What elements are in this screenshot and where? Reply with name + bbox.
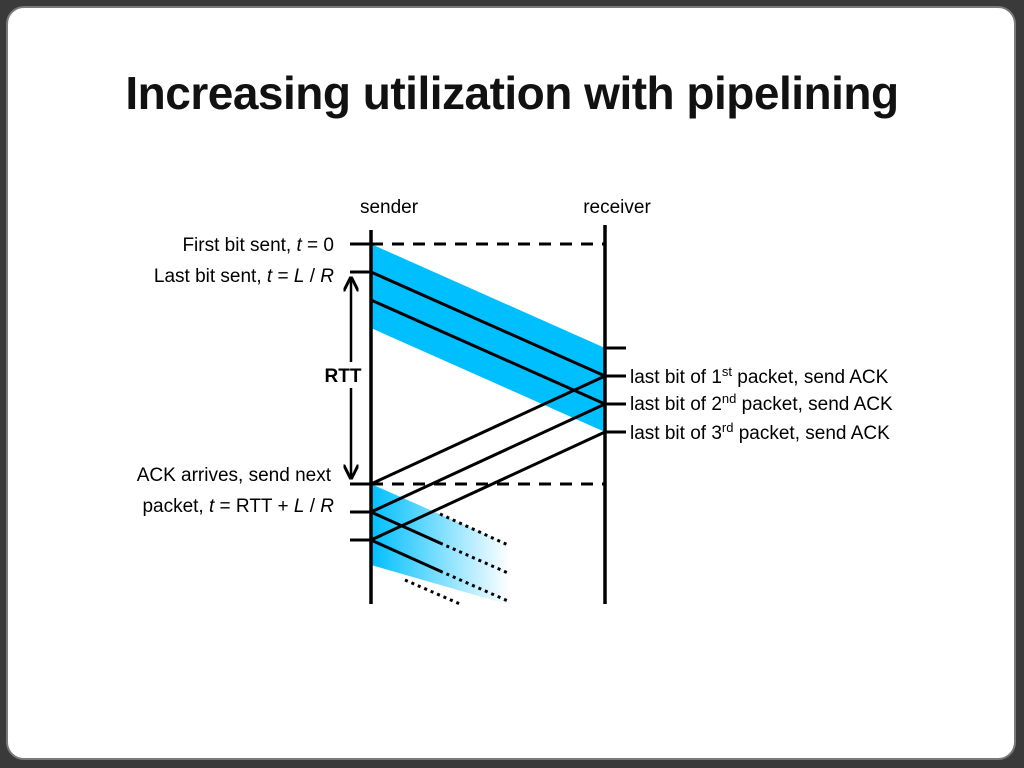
receiver-label: receiver <box>583 197 651 218</box>
receiver-label-2: last bit of 2nd packet, send ACK <box>630 391 893 415</box>
sender-label: sender <box>360 197 419 218</box>
next-packet-edge-top-dotted <box>439 512 509 547</box>
slide-title: Increasing utilization with pipelining <box>125 67 899 119</box>
rtt-label-bg <box>322 362 364 388</box>
ack-line-3 <box>370 430 606 542</box>
ack-arrives-label-line2: packet, t = RTT + L / R <box>142 496 334 517</box>
receiver-label-1: last bit of 1st packet, send ACK <box>630 364 889 388</box>
next-packet-line-1 <box>370 510 441 545</box>
first-bit-label: First bit sent, t = 0 <box>182 235 334 256</box>
ack-line-1 <box>370 374 606 486</box>
last-bit-label: Last bit sent, t = L / R <box>154 266 334 287</box>
next-packet-line-2 <box>370 538 441 573</box>
ack-arrives-label-line1: ACK arrives, send next <box>137 465 332 486</box>
packet-line-1 <box>370 270 606 378</box>
packet-line-2 <box>370 298 606 406</box>
next-packet-edge-bottom-dotted <box>404 578 461 606</box>
ack-line-2 <box>370 402 606 514</box>
rtt-label: RTT <box>325 366 362 387</box>
packets-band <box>371 244 605 432</box>
next-packet-line-2-dotted <box>439 569 509 603</box>
next-packet-line-1-dotted <box>439 541 509 575</box>
receiver-label-3: last bit of 3rd packet, send ACK <box>630 420 890 444</box>
